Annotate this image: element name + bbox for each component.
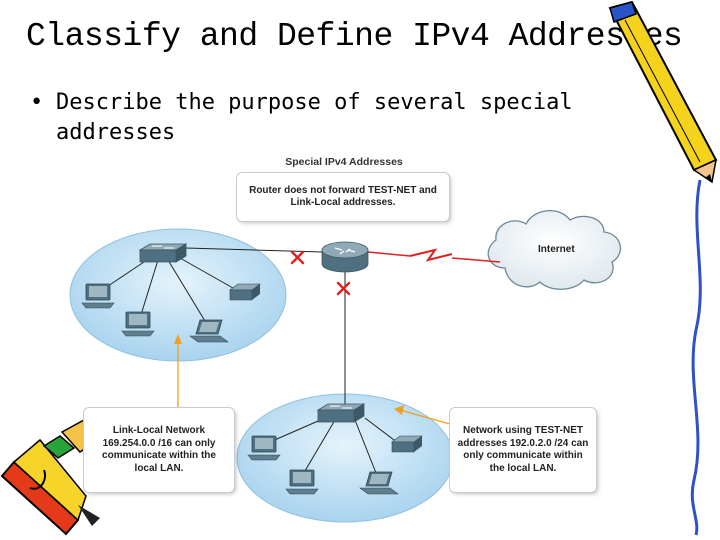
slide-title: Classify and Define IPv4 Addresses [26, 18, 683, 55]
laptop-icon [189, 319, 229, 343]
test-net-note: Network using TEST-NET addresses 192.0.2… [450, 408, 596, 492]
pc-icon [247, 435, 281, 461]
pencil-clipart-right [608, 0, 718, 536]
printer-icon [391, 435, 423, 453]
router-note: Router does not forward TEST-NET and Lin… [237, 173, 449, 221]
bullet-text: Describe the purpose of several special … [56, 90, 573, 145]
pc-icon [285, 469, 319, 495]
bullet-item: • Describe the purpose of several specia… [30, 88, 590, 148]
blocked-link-mark-bottom [336, 281, 351, 296]
router-icon [321, 241, 369, 273]
switch-icon [316, 403, 366, 423]
laptop-icon [359, 471, 399, 495]
pencil-clipart-left [0, 419, 100, 536]
callout-arrow-test-net [394, 405, 451, 425]
link-local-note: Link-Local Network 169.254.0.0 /16 can o… [84, 408, 234, 492]
printer-icon [229, 283, 261, 301]
callout-arrow-link-local [174, 334, 182, 408]
diagram-title: Special IPv4 Addresses [285, 156, 403, 168]
internet-label: Internet [538, 244, 575, 255]
pc-icon [121, 311, 155, 337]
bullet-dot: • [30, 90, 44, 115]
pc-icon [81, 283, 115, 309]
wan-link [367, 248, 501, 263]
lan1-cables [101, 257, 241, 327]
switch-icon [138, 243, 188, 263]
internet-cloud [487, 210, 622, 290]
blocked-link-mark-top [290, 250, 305, 265]
switch-router-link-top [185, 247, 323, 253]
